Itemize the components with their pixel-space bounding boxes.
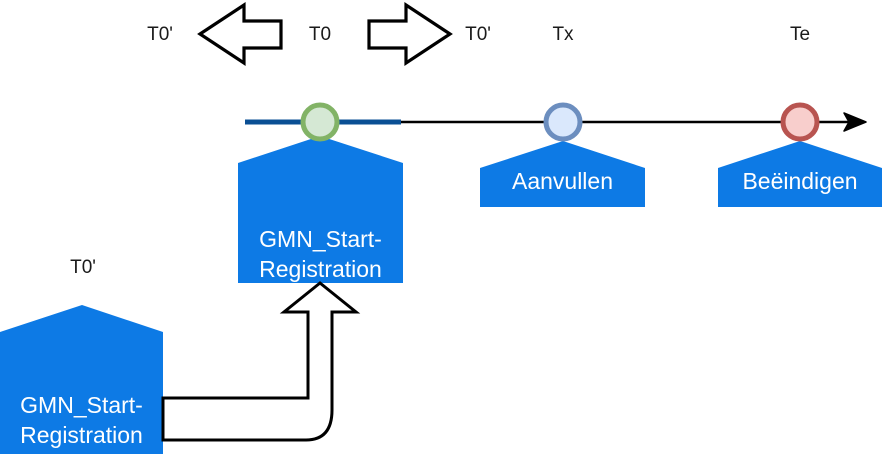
correction-flow-arrow-icon: [161, 281, 361, 442]
shift-left-arrow-icon: [197, 2, 283, 66]
beeindigen-shape[interactable]: [718, 141, 882, 207]
axis-label-tx: Tx: [552, 24, 574, 45]
axis-label-t0: T0: [308, 24, 332, 45]
shift-right-arrow-icon: [367, 2, 453, 66]
intermediate-event-circle[interactable]: [543, 102, 583, 142]
start-event-circle[interactable]: [300, 102, 340, 142]
timeline-end-arrowhead-icon: [843, 112, 867, 132]
axis-label-te: Te: [789, 24, 811, 45]
axis-label-t0-prime-right: T0': [465, 24, 491, 45]
end-event-circle[interactable]: [780, 102, 820, 142]
axis-label-t0-prime-left: T0': [147, 24, 173, 45]
gmn-start-registration-corrected-shape[interactable]: [0, 305, 163, 454]
aanvullen-shape[interactable]: [480, 141, 645, 207]
axis-label-t0-prime-correction: T0': [70, 257, 96, 278]
gmn-start-registration-current-shape[interactable]: [238, 136, 403, 283]
